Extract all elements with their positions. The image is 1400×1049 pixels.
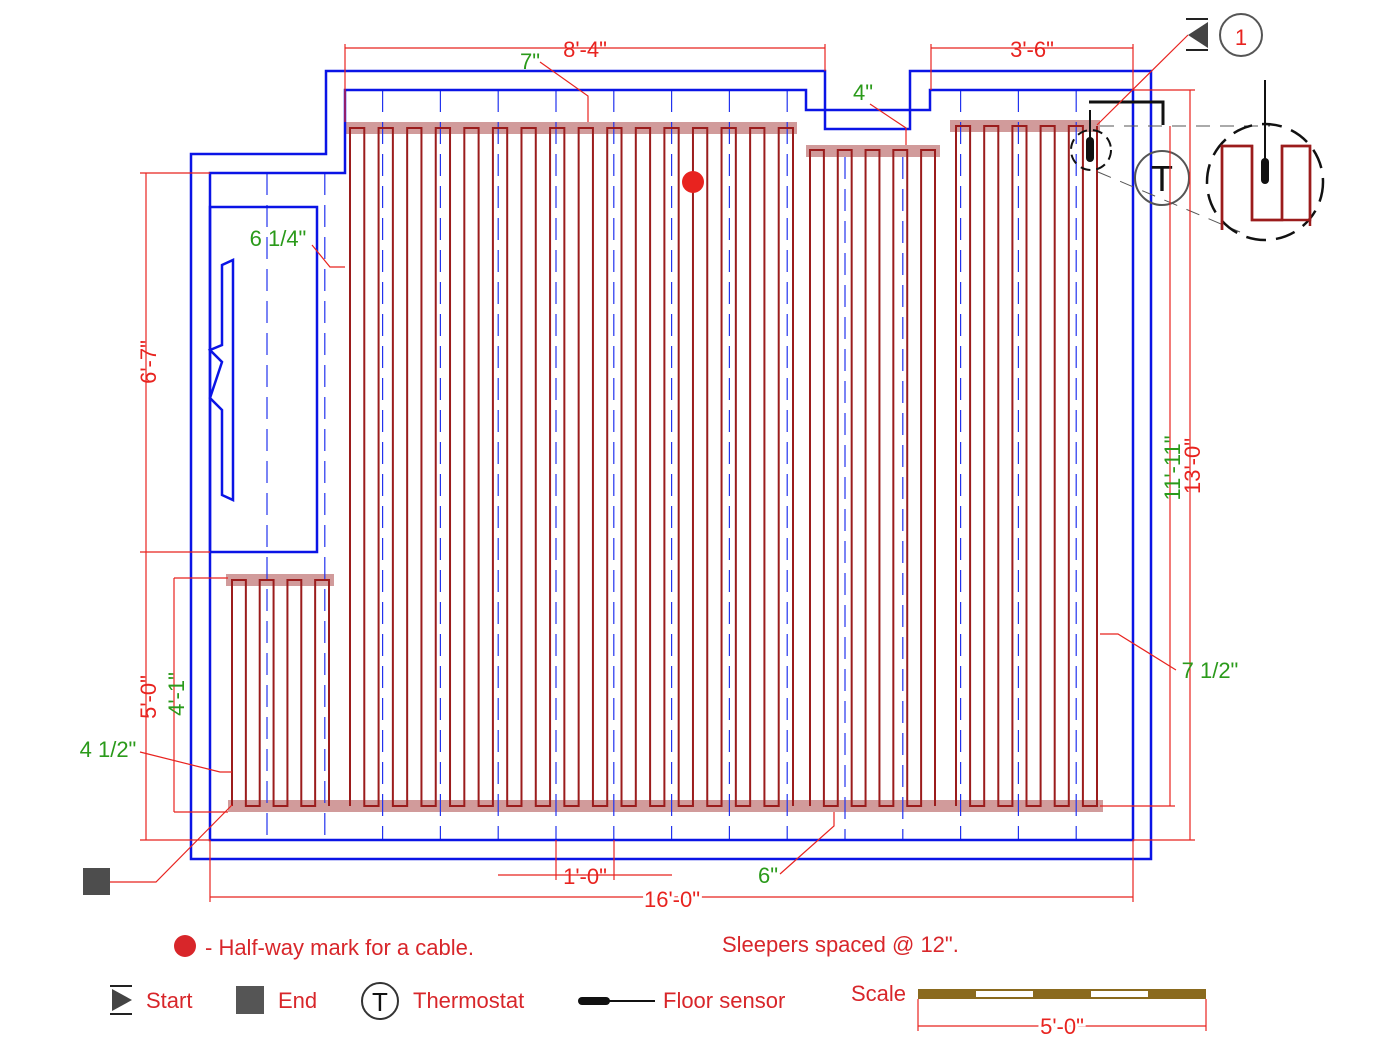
svg-text:3'-6": 3'-6" [1010,37,1054,62]
svg-text:13'-0": 13'-0" [1180,438,1205,494]
dimension-labels: 8'-4" 3'-6" 7" 4" 6 1/4" 6'-7" 5'-0" 4'-… [80,37,1239,915]
svg-text:1: 1 [1235,25,1247,50]
svg-text:T: T [372,987,388,1017]
cable-run [349,127,794,807]
halfway-mark-legend-icon [174,935,196,957]
thermostat-detail: T [1070,80,1325,242]
svg-text:Scale: Scale [851,981,906,1006]
end-icon [83,868,110,895]
svg-text:7 1/2": 7 1/2" [1182,658,1239,683]
svg-text:6 1/4": 6 1/4" [250,226,307,251]
svg-text:6'-7": 6'-7" [136,340,161,384]
cable-run [231,579,330,807]
notes: - Half-way mark for a cable. Sleepers sp… [174,932,959,960]
svg-text:5'-0": 5'-0" [1040,1014,1084,1039]
svg-text:Floor sensor: Floor sensor [663,988,785,1013]
svg-text:8'-4": 8'-4" [563,37,607,62]
thermostat-legend-icon [361,982,399,1020]
floor-sensor-icon [1086,137,1094,162]
halfway-mark [682,171,704,193]
svg-text:Thermostat: Thermostat [413,988,524,1013]
svg-text:Sleepers spaced @ 12".: Sleepers spaced @ 12". [722,932,959,957]
svg-text:11'-11": 11'-11" [1160,435,1185,500]
heating-cable [231,125,1098,807]
svg-text:4'-1": 4'-1" [164,672,189,716]
svg-text:T: T [1151,158,1173,199]
svg-text:4": 4" [853,80,873,105]
svg-text:End: End [278,988,317,1013]
sink-fixture [207,258,235,502]
svg-text:4 1/2": 4 1/2" [80,737,137,762]
scale-bar [918,989,1206,999]
cable-run [955,125,1098,807]
svg-text:16'-0": 16'-0" [644,887,700,912]
svg-text:1'-0": 1'-0" [563,864,607,889]
cable-strips [226,120,1103,812]
start-icon [1188,22,1208,48]
svg-text:- Half-way mark for a cable.: - Half-way mark for a cable. [205,935,474,960]
start-callout: 1 [1096,13,1263,126]
end-callout [83,804,233,895]
svg-text:7": 7" [520,49,540,74]
sleepers [266,90,1077,840]
svg-text:6": 6" [758,863,778,888]
end-legend-icon [236,986,264,1014]
thermostat-icon [1134,150,1190,206]
legend: Start End T Thermostat Floor sensor Scal… [110,981,1207,1042]
svg-text:5'-0": 5'-0" [136,675,161,719]
outer-wall [189,69,1153,861]
closet [208,205,319,554]
cable-run [809,149,936,807]
svg-text:Start: Start [146,988,192,1013]
dimension-lines [139,44,1195,902]
start-legend-icon [112,989,132,1011]
